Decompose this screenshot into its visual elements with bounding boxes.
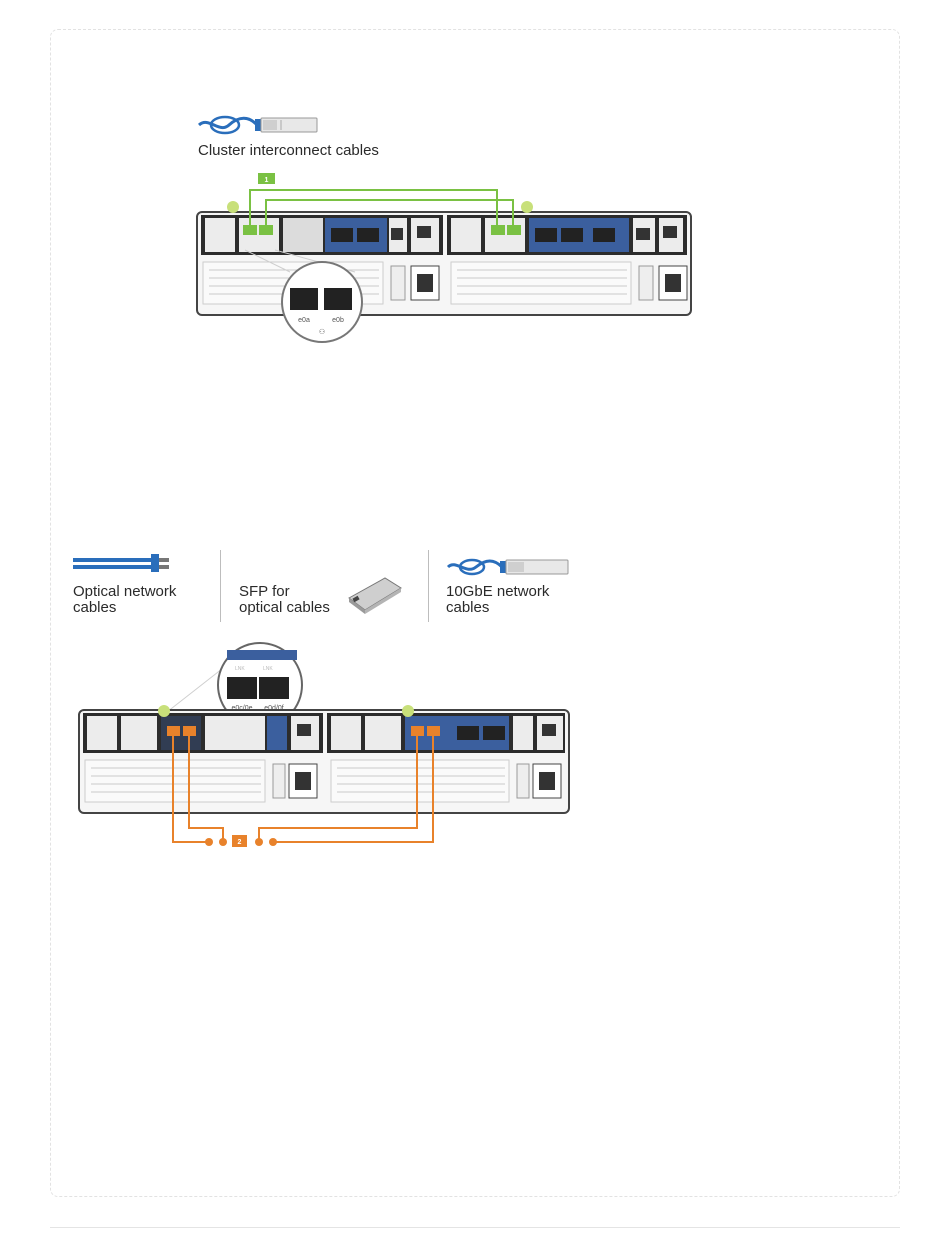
- legend-sfp-label: SFP for optical cables: [239, 584, 330, 616]
- ground-symbol-icon: [521, 201, 533, 213]
- chassis-diagram-1: 1 e0a e0b ⚇: [195, 170, 695, 345]
- footer-rule: [50, 1227, 900, 1228]
- callout-port-tag-1: LNK: [235, 666, 245, 672]
- ground-symbol-icon: [227, 201, 239, 213]
- callout-port-tag-2: LNK: [263, 666, 273, 672]
- ground-symbol-icon: [158, 705, 170, 717]
- step-badge-2-text: 2: [238, 839, 242, 846]
- ground-symbol-icon: [402, 705, 414, 717]
- legend-optical-cables-label: Optical network cables: [73, 584, 176, 616]
- legend-separator: [428, 550, 429, 622]
- sfp-module-icon: [345, 572, 405, 614]
- callout-port-e0b: e0b: [332, 317, 344, 324]
- cluster-cable-legend-label: Cluster interconnect cables: [198, 143, 379, 159]
- optical-cable-icon: [73, 552, 173, 576]
- 10gbe-cable-icon: [446, 554, 571, 580]
- legend-10gbe-label: 10GbE network cables: [446, 584, 549, 616]
- chassis-diagram-2: LNK LNK e0c/0e e0d/0f 2: [77, 640, 577, 850]
- network-port-icon: ⚇: [319, 328, 325, 336]
- cluster-cable-icon: [197, 110, 327, 140]
- step-badge-1-text: 1: [265, 177, 269, 184]
- legend-separator: [220, 550, 221, 622]
- callout-port-e0a: e0a: [298, 317, 310, 324]
